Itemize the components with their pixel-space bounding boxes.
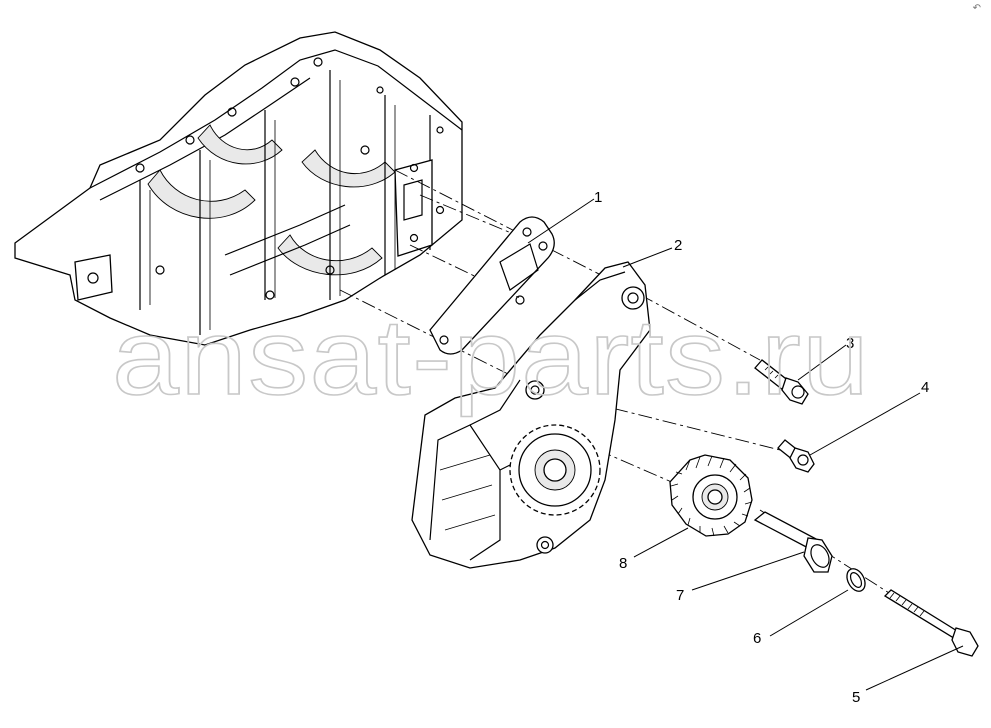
- callout-labels: 1 2 3 4 5 6 7 8: [594, 189, 929, 706]
- long-bolt: [883, 589, 979, 657]
- bolt-short-flange: [777, 439, 815, 473]
- leader-lines: [527, 198, 964, 691]
- watermark-text: ansat-parts.ru: [112, 296, 870, 417]
- callout-4: 4: [921, 379, 929, 396]
- callout-6: 6: [753, 630, 761, 647]
- callout-1: 1: [594, 189, 602, 206]
- corner-mark-icon: ↶: [972, 3, 981, 14]
- oil-pump-housing: [411, 261, 651, 569]
- sealing-ring: [846, 568, 866, 592]
- idler-gear: [669, 454, 753, 537]
- bolt-long-flange: [754, 359, 809, 405]
- callout-3: 3: [846, 335, 854, 352]
- callout-5: 5: [852, 689, 860, 706]
- callout-2: 2: [674, 237, 682, 254]
- callout-8: 8: [619, 555, 627, 572]
- gasket: [429, 216, 555, 355]
- idler-shaft: [753, 511, 833, 573]
- callout-7: 7: [676, 587, 684, 604]
